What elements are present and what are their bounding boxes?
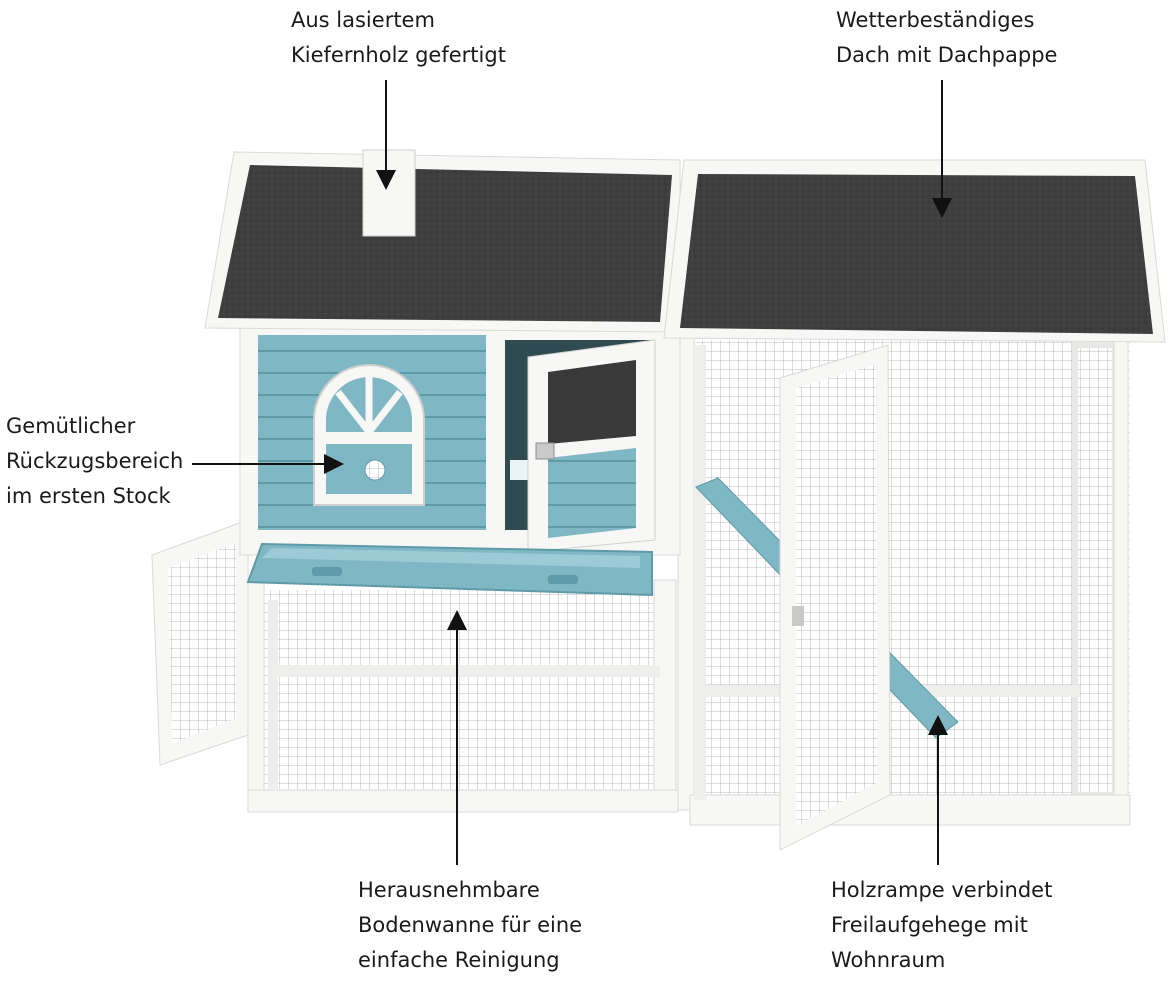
callout-line: Holzrampe verbindet	[831, 878, 1053, 902]
roof	[204, 149, 1166, 343]
callout-arrows	[192, 80, 952, 865]
callout-floor-tray: Herausnehmbare Bodenwanne für eine einfa…	[358, 873, 582, 978]
lower-enclosure	[247, 579, 679, 813]
removable-tray	[246, 542, 653, 597]
callout-line: einfache Reinigung	[358, 948, 560, 972]
callout-roof: Wetterbeständiges Dach mit Dachpappe	[836, 3, 1057, 73]
side-door	[151, 519, 249, 766]
run-door	[779, 344, 891, 851]
rabbit-hutch	[151, 149, 1166, 851]
callout-line: Bodenwanne für eine	[358, 913, 583, 937]
callout-line: Freilaufgehege mit	[831, 913, 1028, 937]
callout-wood-material: Aus lasiertem Kiefernholz gefertigt	[291, 3, 506, 73]
callout-line: Gemütlicher	[6, 414, 136, 438]
callout-line: Rückzugsbereich	[6, 449, 184, 473]
arched-window	[313, 364, 425, 506]
callout-line: Aus lasiertem	[291, 8, 435, 32]
callout-line: im ersten Stock	[6, 484, 171, 508]
run-enclosure	[677, 329, 1131, 826]
callout-line: Wetterbeständiges	[836, 8, 1035, 32]
callout-line: Wohnraum	[831, 948, 946, 972]
callout-ramp: Holzrampe verbindet Freilaufgehege mit W…	[831, 873, 1052, 978]
callout-line: Kiefernholz gefertigt	[291, 43, 506, 67]
callout-line: Dach mit Dachpappe	[836, 43, 1058, 67]
house-door	[527, 339, 656, 553]
callout-retreat-area: Gemütlicher Rückzugsbereich im ersten St…	[6, 409, 183, 514]
callout-line: Herausnehmbare	[358, 878, 540, 902]
